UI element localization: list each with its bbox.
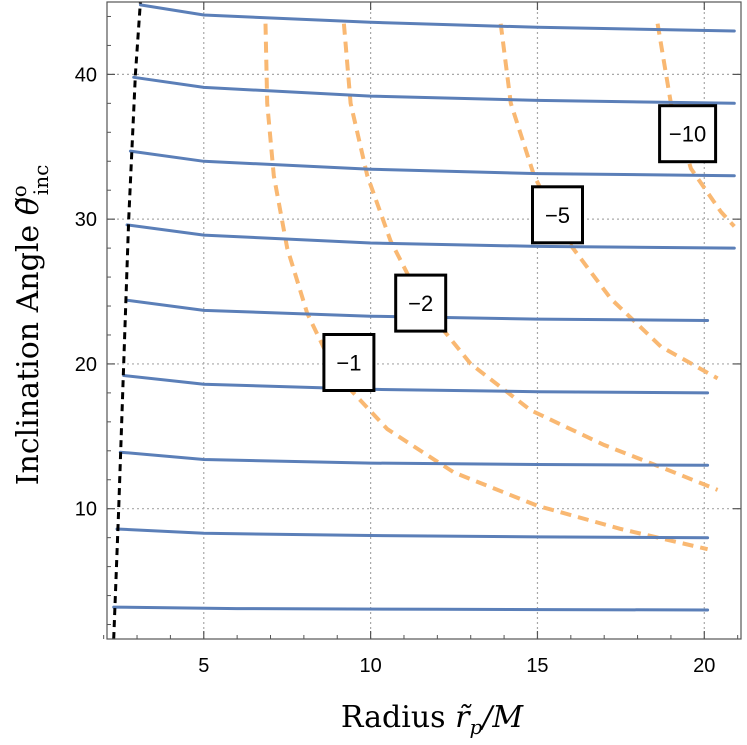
y-axis-title-var: θ̃ xyxy=(11,197,46,215)
solid-contour-line xyxy=(118,450,710,467)
x-axis-title-var: r̃ xyxy=(455,700,472,735)
contour-label-text: −1 xyxy=(336,351,361,376)
plot-frame xyxy=(106,1,742,640)
solid-contours xyxy=(112,3,736,612)
contour-label: −1 xyxy=(322,333,376,392)
solid-contour-line xyxy=(125,298,710,322)
y-tick-label: 30 xyxy=(75,209,97,231)
y-tick-label: 20 xyxy=(75,354,97,376)
x-tick-label: 10 xyxy=(359,655,381,677)
y-axis-title-sup: o xyxy=(7,185,31,197)
contour-label-text: −5 xyxy=(545,203,570,228)
dashed-contour-line xyxy=(655,23,736,228)
x-tick-label: 5 xyxy=(198,655,209,677)
contour-label-text: −10 xyxy=(669,122,706,147)
contour-label-text: −2 xyxy=(408,291,433,316)
contour-label: −2 xyxy=(394,273,448,333)
y-axis-title: Inclination Angle θ̃oinc xyxy=(7,165,53,486)
contour-label: −5 xyxy=(531,185,584,245)
x-axis-title-rest: /M xyxy=(479,700,524,735)
boundary-dashed-line xyxy=(112,1,142,640)
x-tick-label: 15 xyxy=(526,655,548,677)
dashed-contour-line xyxy=(341,23,719,492)
contour-label-box xyxy=(394,273,448,333)
y-axis-title-sub: inc xyxy=(29,165,53,195)
x-axis-title: Radius r̃p/M xyxy=(341,700,524,739)
solid-contour-line xyxy=(128,149,736,178)
y-axis-title-main: Inclination Angle xyxy=(11,215,46,485)
y-tick-label: 10 xyxy=(75,499,97,521)
contour-label-box xyxy=(658,104,718,164)
solid-contour-line xyxy=(138,3,736,33)
solid-contour-line xyxy=(132,75,736,105)
y-tick-label: 40 xyxy=(75,64,97,86)
boundary-line xyxy=(112,1,142,640)
x-tick-label: 20 xyxy=(693,655,715,677)
contour-label-box xyxy=(322,333,376,392)
solid-contour-line xyxy=(115,527,710,540)
dashed-contour-line xyxy=(498,23,719,381)
x-axis-title-sub: p xyxy=(469,715,482,739)
solid-contour-line xyxy=(125,223,736,250)
solid-contour-line xyxy=(112,605,710,612)
contour-labels: −1 −2 −5 −10 xyxy=(322,104,718,392)
contour-label-box xyxy=(531,185,584,245)
contour-label: −10 xyxy=(658,104,718,164)
x-axis-title-main: Radius xyxy=(341,700,455,735)
ticks: 5 10 15 20 10 20 30 40 xyxy=(75,2,741,677)
